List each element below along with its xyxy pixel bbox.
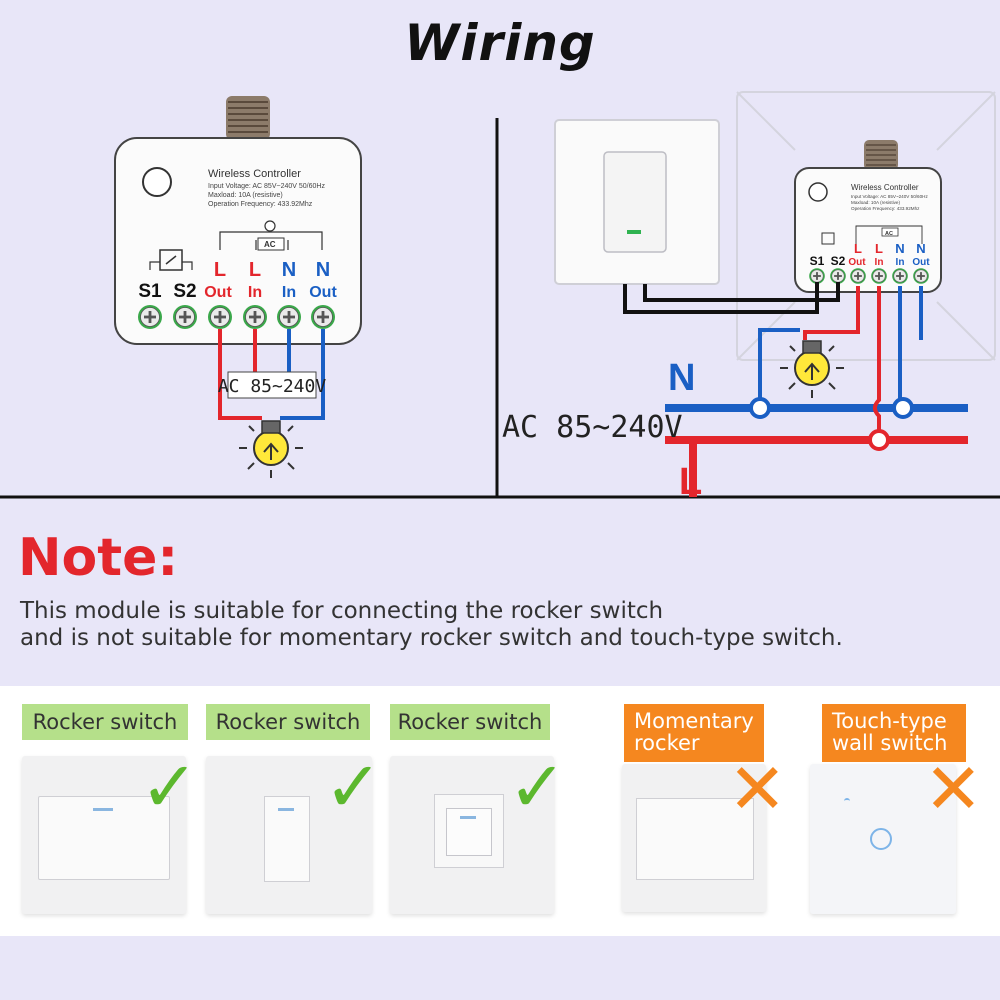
supply-label: AC 85~240V bbox=[218, 376, 327, 397]
terminal-screw bbox=[172, 304, 198, 330]
switch-label-touch: Touch-type wall switch bbox=[822, 704, 966, 762]
svg-text:In: In bbox=[282, 284, 296, 301]
bulb-icon bbox=[779, 340, 845, 399]
svg-text:L: L bbox=[854, 241, 862, 256]
wifi-icon bbox=[844, 798, 850, 804]
switch-symbol bbox=[159, 249, 183, 271]
live-label: L bbox=[679, 461, 702, 503]
spec-frequency: Operation Frequency: 433.92Mhz bbox=[208, 201, 313, 208]
switch-card-rocker-2 bbox=[206, 756, 372, 914]
svg-text:Wireless Controller: Wireless Controller bbox=[851, 183, 919, 192]
terminal-label-lout: L bbox=[214, 259, 226, 281]
note-line: and is not suitable for momentary rocker… bbox=[20, 625, 843, 651]
svg-text:Input Voltage: AC 85V~240V 50/: Input Voltage: AC 85V~240V 50/60Hz bbox=[851, 194, 928, 199]
check-mark-icon: ✓ bbox=[508, 746, 567, 828]
svg-text:In: In bbox=[248, 284, 262, 301]
terminal-screw bbox=[242, 304, 268, 330]
check-mark-icon: ✓ bbox=[324, 746, 383, 828]
svg-text:Out: Out bbox=[848, 257, 866, 268]
note-body: This module is suitable for connecting t… bbox=[20, 598, 843, 652]
terminal-label-s2: S2 bbox=[173, 281, 196, 302]
terminal-screw bbox=[276, 304, 302, 330]
controller-left: Wireless Controller Input Voltage: AC 85… bbox=[114, 96, 362, 345]
rocker-face bbox=[446, 808, 492, 856]
terminal-label-lin: L bbox=[249, 259, 261, 281]
controller-name: Wireless Controller bbox=[208, 168, 301, 180]
spec-maxload: Maxload: 10A (resistive) bbox=[208, 192, 283, 199]
terminal-label-s1: S1 bbox=[138, 281, 162, 302]
switch-comparison-panel: Rocker switch ✓ Rocker switch ✓ Rocker s… bbox=[0, 686, 1000, 936]
terminal-screw bbox=[310, 304, 336, 330]
bulb-icon bbox=[238, 420, 304, 479]
wiring-diagram: Wireless Controller Input Voltage: AC 85… bbox=[0, 91, 1000, 503]
cross-mark-icon: ✕ bbox=[924, 748, 983, 830]
svg-text:Maxload: 10A (resistive): Maxload: 10A (resistive) bbox=[851, 200, 900, 205]
page-title: Wiring bbox=[404, 14, 596, 72]
lamp-symbol bbox=[264, 220, 276, 232]
svg-text:N: N bbox=[916, 241, 925, 256]
switch-card-touch bbox=[810, 764, 956, 914]
terminal-label-nout: N bbox=[316, 259, 330, 281]
wall-switch-right bbox=[554, 119, 720, 285]
terminal-label-nin: N bbox=[282, 259, 296, 281]
switch-label: Rocker switch bbox=[22, 704, 188, 740]
svg-text:Out: Out bbox=[309, 284, 337, 301]
svg-text:Operation Frequency: 433.92Mhz: Operation Frequency: 433.92Mhz bbox=[851, 206, 920, 211]
right-wiring bbox=[758, 286, 923, 440]
switch-card-rocker-3 bbox=[390, 756, 554, 914]
switch-label: Rocker switch bbox=[390, 704, 550, 740]
junction-dot bbox=[892, 397, 914, 419]
junction-box bbox=[736, 91, 996, 361]
svg-text:In: In bbox=[896, 257, 905, 268]
svg-text:AC: AC bbox=[264, 240, 276, 249]
junction-dot bbox=[868, 429, 890, 451]
spec-voltage: Input Voltage: AC 85V~240V 50/60Hz bbox=[208, 183, 325, 190]
ac-badge bbox=[257, 237, 285, 251]
terminal-screw bbox=[207, 304, 233, 330]
neutral-label: N bbox=[668, 357, 695, 399]
svg-text:In: In bbox=[875, 257, 884, 268]
touch-power-icon bbox=[870, 828, 892, 850]
controller-body bbox=[114, 137, 362, 345]
switch-card-momentary bbox=[622, 764, 766, 912]
svg-text:AC: AC bbox=[885, 231, 893, 237]
junction-dot bbox=[749, 397, 771, 419]
controller-right: Wireless Controller Input Voltage: AC 85… bbox=[794, 140, 942, 293]
supply-box bbox=[227, 371, 317, 399]
supply-label-right: AC 85~240V bbox=[502, 410, 683, 445]
switch-label-momentary: Momentary rocker bbox=[624, 704, 764, 762]
check-mark-icon: ✓ bbox=[140, 746, 199, 828]
cross-mark-icon: ✕ bbox=[728, 748, 787, 830]
note-title: Note: bbox=[18, 528, 179, 588]
note-line: This module is suitable for connecting t… bbox=[20, 598, 664, 624]
svg-text:Out: Out bbox=[204, 284, 232, 301]
rocker-face bbox=[636, 798, 754, 880]
left-wiring bbox=[218, 329, 325, 420]
svg-text:Out: Out bbox=[912, 257, 930, 268]
switch-wires bbox=[623, 282, 840, 314]
switch-label: Rocker switch bbox=[206, 704, 370, 740]
svg-text:S1: S1 bbox=[810, 254, 825, 268]
svg-text:S2: S2 bbox=[831, 254, 846, 268]
pair-button bbox=[142, 167, 172, 197]
switch-card-rocker-1 bbox=[22, 756, 186, 914]
terminal-screw bbox=[137, 304, 163, 330]
svg-text:N: N bbox=[895, 241, 904, 256]
svg-text:L: L bbox=[875, 241, 883, 256]
